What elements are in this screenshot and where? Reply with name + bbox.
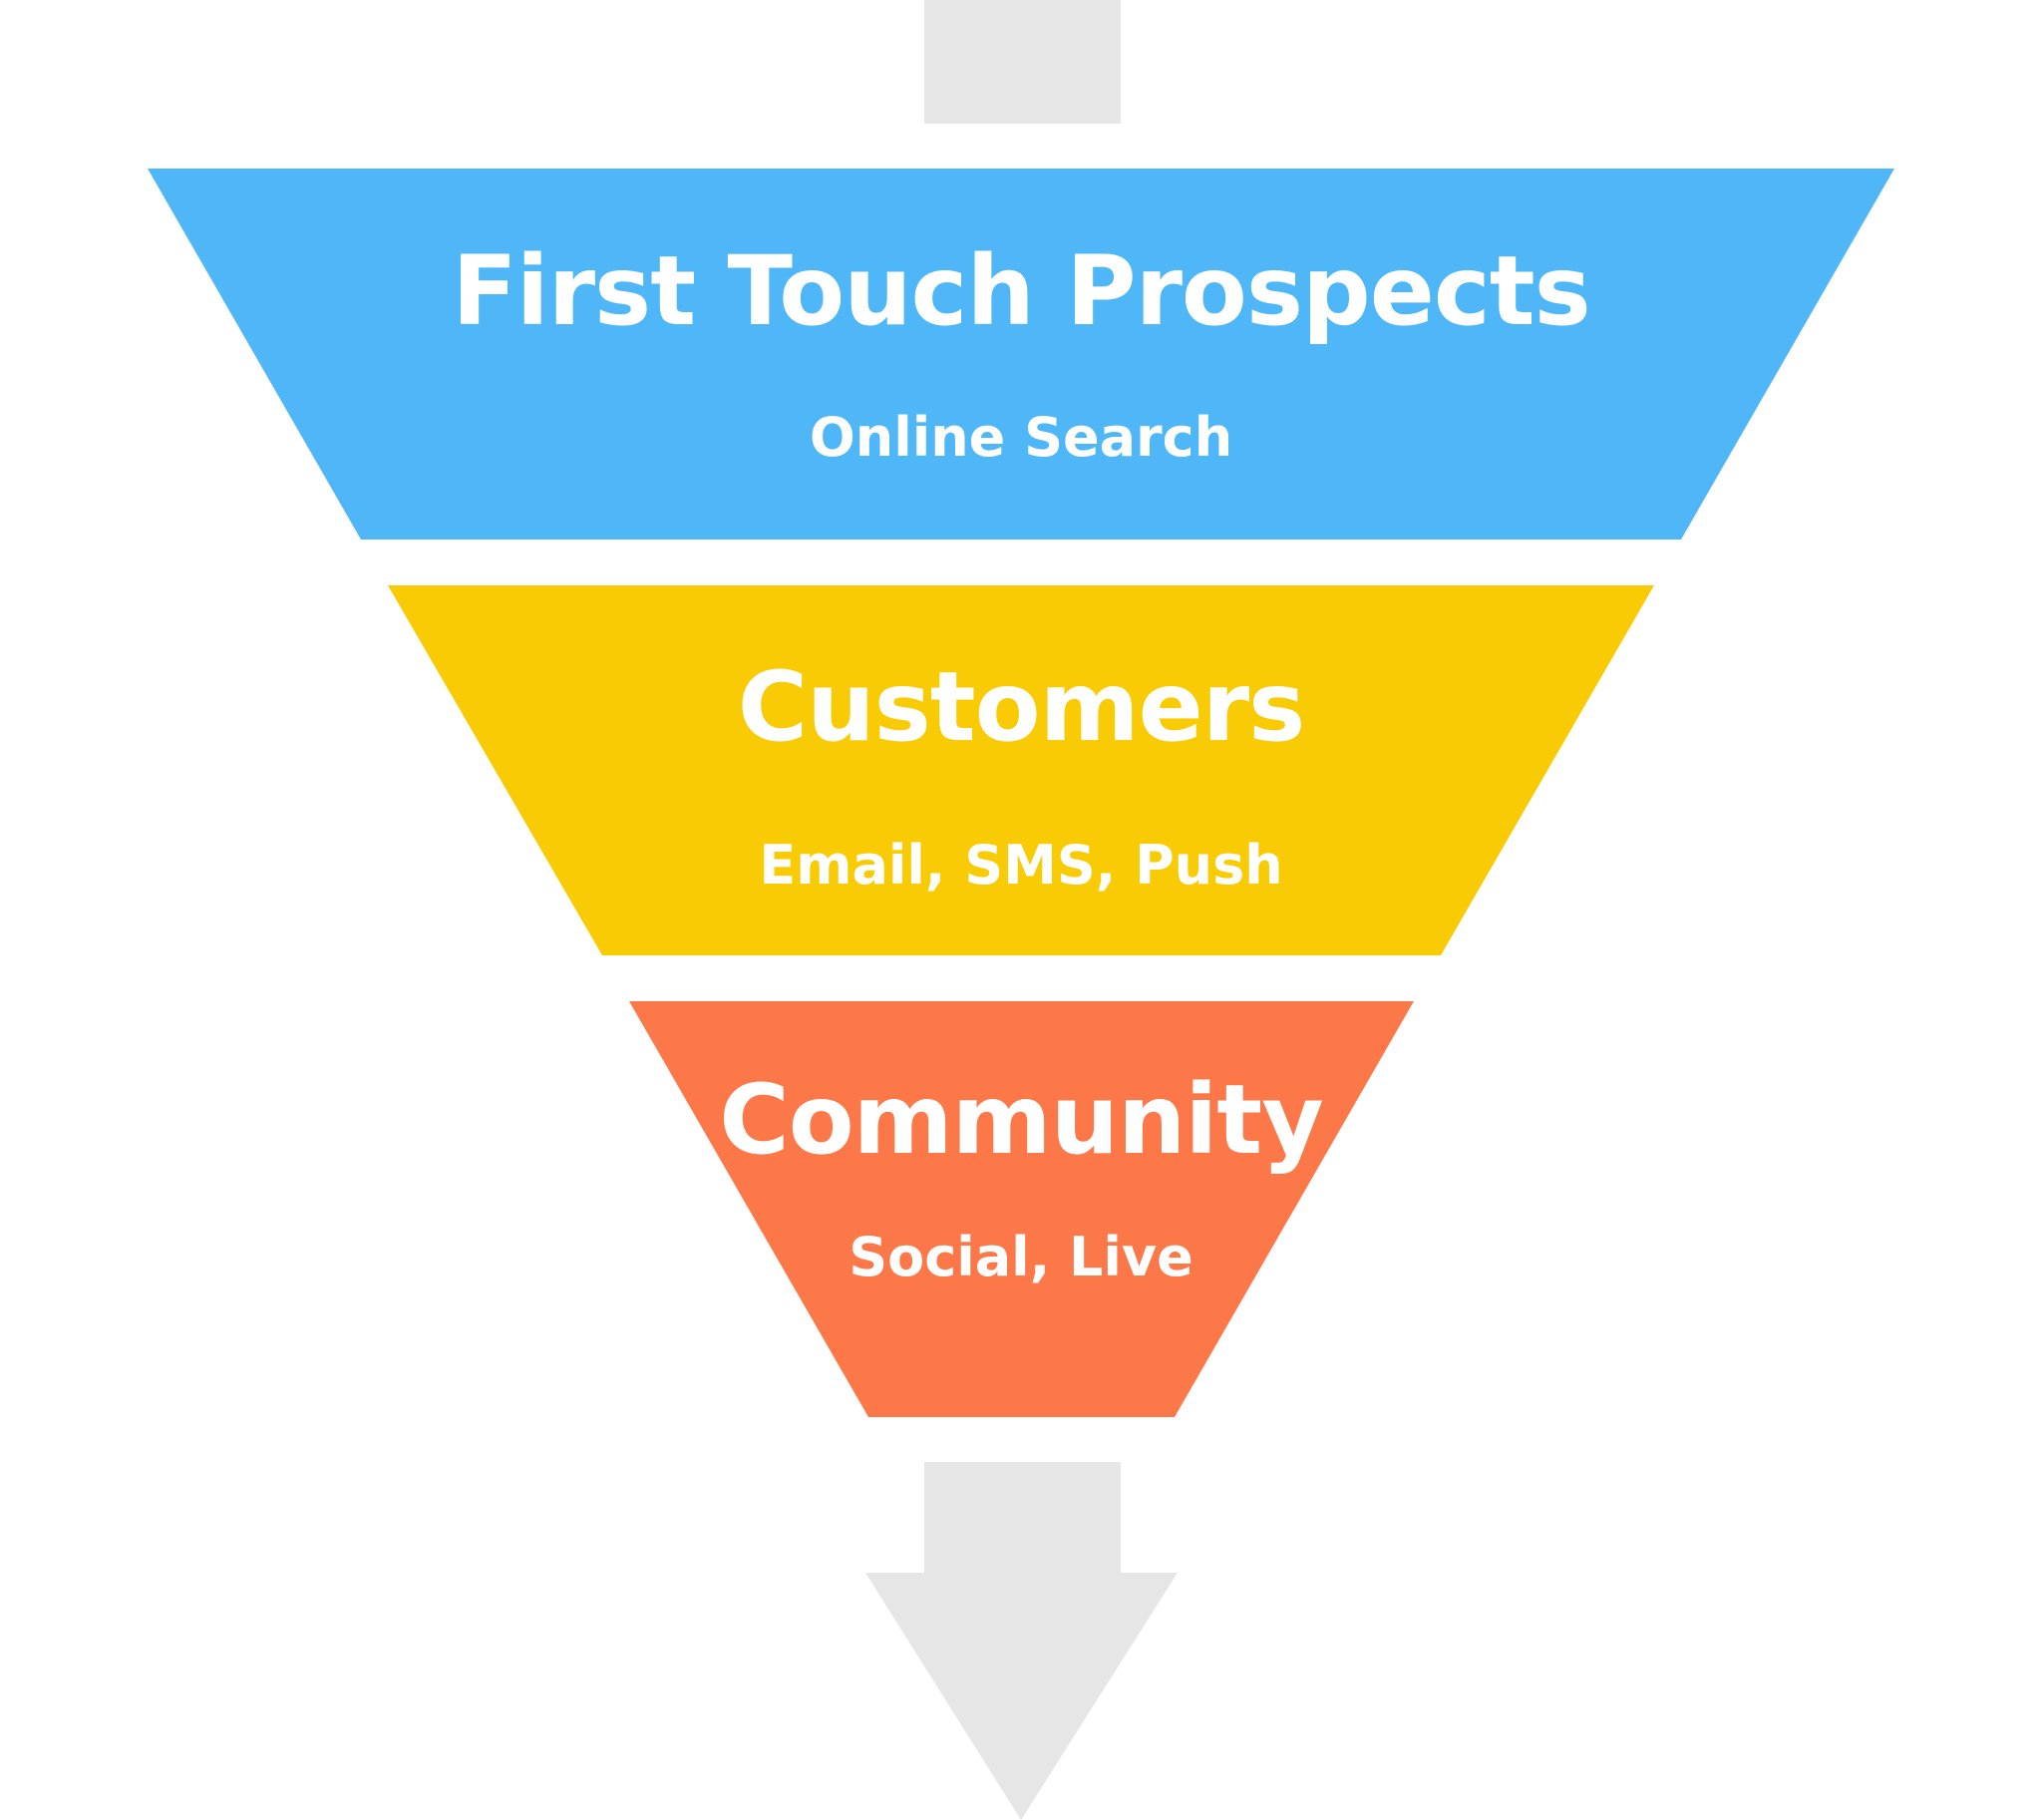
- tier-1-title: First Touch Prospects: [452, 235, 1591, 347]
- funnel-tier-3-shape: [629, 1001, 1414, 1417]
- tier-3-title: Community: [719, 1064, 1324, 1176]
- tier-2-subtitle: Email, SMS, Push: [759, 834, 1283, 897]
- funnel-tier-2-shape: [388, 585, 1654, 955]
- tier-3-subtitle: Social, Live: [849, 1226, 1193, 1288]
- tier-2-title: Customers: [737, 651, 1305, 763]
- output-arrow-icon: [865, 1462, 1178, 1820]
- funnel-tier-1-shape: [148, 169, 1894, 540]
- tier-1-subtitle: Online Search: [809, 406, 1233, 469]
- input-arrow-stem: [924, 0, 1121, 124]
